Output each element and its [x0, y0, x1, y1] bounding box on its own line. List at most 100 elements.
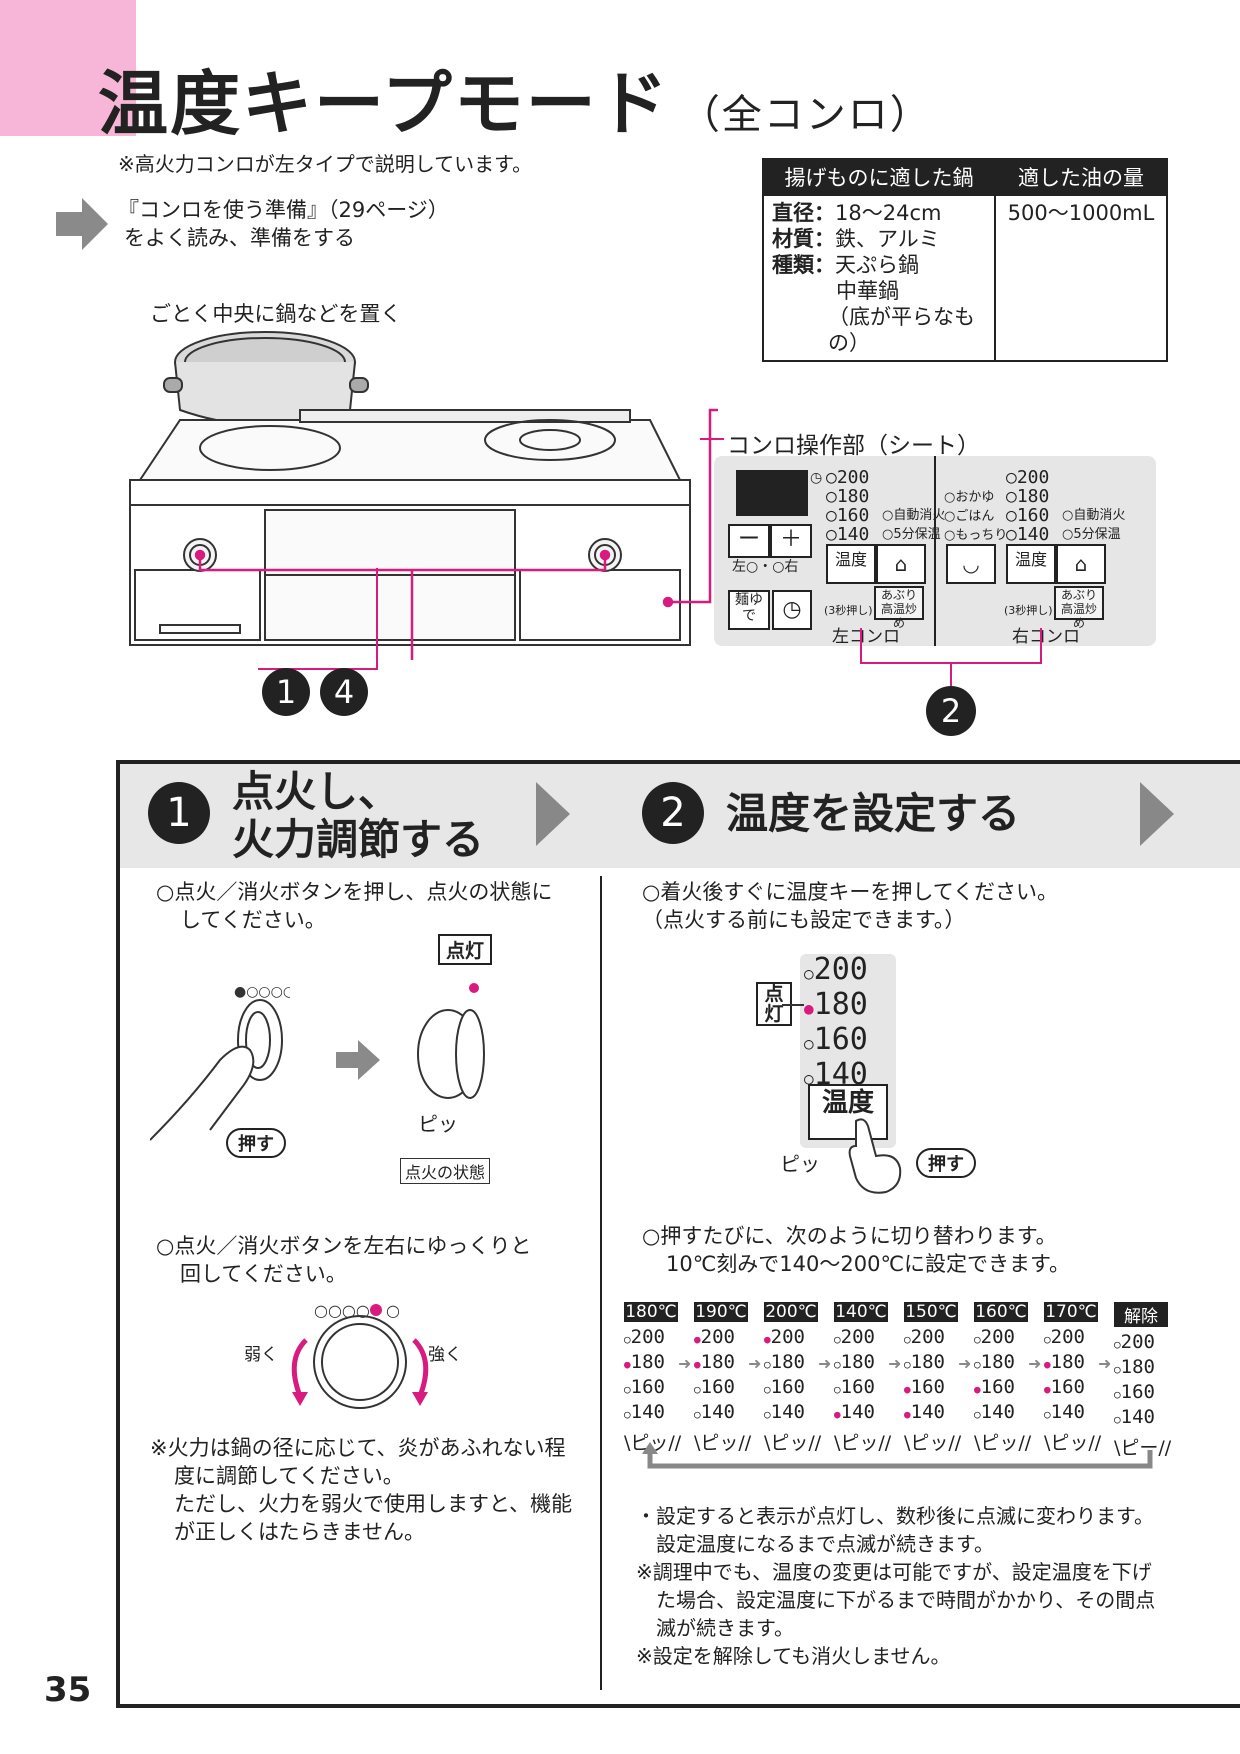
left-auto-labels: ○自動消火 ○5分保温	[882, 506, 945, 544]
plus-button[interactable]: ＋	[770, 524, 812, 558]
header-accent-block	[0, 0, 136, 136]
step-1-number: 1	[148, 782, 210, 844]
sequence-step: 180℃○200●180○160○140\ピッ//	[624, 1302, 681, 1455]
sequence-step: 200℃●200○180○160○140\ピッ//	[764, 1302, 821, 1455]
temp-indicator-icon: ○	[624, 1383, 631, 1396]
sequence-arrow-icon: ➜	[958, 1354, 972, 1373]
step-1-text-2-line-2: 回してください。	[180, 1262, 347, 1286]
sequence-temp-row: ●160	[904, 1376, 961, 1401]
temp-indicator-icon: ○	[1114, 1388, 1121, 1401]
temp-indicator-icon: ○	[694, 1383, 701, 1396]
right-burner-label: 右コンロ	[1012, 627, 1080, 647]
minus-button[interactable]: ー	[728, 524, 770, 558]
svg-text:○○○○: ○○○○	[314, 1301, 370, 1320]
badge-step-1: 1	[262, 668, 310, 716]
rice-mode-okayu: ○おかゆ	[944, 490, 995, 505]
sequence-temp-row: ○200	[904, 1326, 961, 1351]
sequence-step-header: 180℃	[624, 1302, 678, 1322]
sequence-temp-row: ○180	[974, 1351, 1031, 1376]
temp-indicator-icon: ○	[1114, 1413, 1121, 1426]
left-burner-label: 左コンロ	[832, 627, 900, 647]
oil-amount: 500〜1000mL	[994, 194, 1168, 362]
temp-indicator-lit-icon: ●	[624, 1358, 631, 1371]
temp-indicator-icon: ○	[834, 1333, 841, 1346]
sequence-arrow-icon: ➜	[678, 1354, 692, 1373]
right-auto-labels: ○自動消火 ○5分保温	[1062, 506, 1125, 544]
sequence-step-header: 140℃	[834, 1302, 888, 1322]
step-2-text-2: ○押すたびに、次のように切り替わります。 10℃刻みで140〜200℃に設定でき…	[642, 1222, 1070, 1278]
timer-button[interactable]: ◷	[772, 590, 812, 630]
page-number: 35	[44, 1670, 92, 1710]
pointing-hand-icon	[848, 1118, 902, 1194]
step-2-note-1-line-2: た場合、設定温度に下がるまで時間がかかり、その間点	[656, 1588, 1156, 1612]
step-1-note-line-3: ただし、火力を弱火で使用しますと、機能	[174, 1492, 573, 1516]
step-1-note-line-2: 度に調節してください。	[174, 1464, 404, 1488]
right-kettle-button[interactable]: ⌂	[1056, 544, 1106, 584]
sequence-temp-row: ○140	[764, 1401, 821, 1426]
badge-step-4: 4	[320, 668, 368, 716]
sequence-beep: \ピー//	[1114, 1437, 1172, 1459]
right-temp-160: ○160	[1006, 505, 1050, 526]
sequence-temp-row: ○200	[1044, 1326, 1101, 1351]
sequence-beep: \ピッ//	[764, 1432, 822, 1454]
sequence-temp-row: ○160	[764, 1376, 821, 1401]
sequence-temp-value: 180	[1050, 1351, 1085, 1373]
temp-indicator-icon: ○	[764, 1358, 771, 1371]
kettle-icon: ⌂	[894, 552, 908, 576]
beep-2: ピッ	[780, 1152, 820, 1176]
sequence-temp-value: 180	[840, 1351, 875, 1373]
noodle-button[interactable]: 麺ゆで	[728, 590, 770, 630]
sequence-temp-row: ○140	[624, 1401, 681, 1426]
temp-indicator-icon: ○	[834, 1383, 841, 1396]
sequence-beep: \ピッ//	[694, 1432, 752, 1454]
display-temp-160: 160	[813, 1022, 868, 1057]
temp-indicator-icon: ○	[694, 1408, 701, 1421]
temp-indicator-lit-icon: ●	[694, 1358, 701, 1371]
badge2-left-line	[860, 628, 862, 662]
left-temp-list: ○200 ○180 ○160 ○140	[826, 468, 869, 544]
sequence-temp-value: 180	[1120, 1356, 1155, 1378]
steps-section	[116, 760, 1240, 1708]
diameter-value: 18〜24cm	[835, 201, 942, 225]
right-temp-key[interactable]: 温度	[1006, 544, 1056, 584]
sequence-step-header: 解除	[1114, 1302, 1168, 1327]
rice-button[interactable]: ◡	[946, 544, 996, 584]
sequence-step-header: 200℃	[764, 1302, 818, 1322]
sequence-temp-value: 200	[1050, 1326, 1085, 1348]
sequence-temp-row: ○160	[1114, 1381, 1171, 1406]
left-kettle-button[interactable]: ⌂	[876, 544, 926, 584]
step-2-note-2: ※設定を解除しても消火しません。	[636, 1644, 951, 1668]
temp-indicator-lit-icon: ●	[1044, 1383, 1051, 1396]
sequence-temp-value: 160	[980, 1376, 1015, 1398]
sequence-temp-row: ○140	[1114, 1406, 1171, 1431]
sequence-temp-value: 160	[840, 1376, 875, 1398]
sequence-temp-value: 160	[700, 1376, 735, 1398]
svg-text:○: ○	[386, 1301, 400, 1320]
sequence-step: 160℃○200○180●160○140\ピッ//	[974, 1302, 1031, 1455]
step-1-arrow-icon	[536, 782, 570, 846]
temp-key-button[interactable]: 温度	[808, 1084, 888, 1140]
step-2-text-1: ○着火後すぐに温度キーを押してください。 （点火する前にも設定できます。）	[642, 878, 1058, 934]
sequence-temp-row: ●160	[1044, 1376, 1101, 1401]
left-aburi-button[interactable]: あぶり 高温炒め	[874, 586, 924, 630]
timer-display	[736, 470, 808, 516]
top-note: ※高火力コンロが左タイプで説明しています。	[118, 152, 533, 176]
sequence-temp-row: ○140	[974, 1401, 1031, 1426]
sequence-temp-row: ○180	[764, 1351, 821, 1376]
sequence-beep: \ピッ//	[624, 1432, 682, 1454]
left-temp-key[interactable]: 温度	[826, 544, 876, 584]
sequence-temp-value: 160	[910, 1376, 945, 1398]
temp-sequence: 180℃○200●180○160○140\ピッ//➜190℃●200●180○1…	[624, 1302, 1184, 1462]
svg-text:●○○○○●●: ●○○○○●●	[234, 984, 290, 1000]
sequence-temp-value: 180	[770, 1351, 805, 1373]
sequence-temp-value: 180	[980, 1351, 1015, 1373]
pot-table-header-1: 揚げものに適した鍋	[762, 158, 996, 196]
panel-title-connector	[700, 438, 724, 440]
sequence-temp-value: 200	[630, 1326, 665, 1348]
sequence-arrow-icon: ➜	[1028, 1354, 1042, 1373]
step-1-title-line-1: 点火し、	[232, 767, 401, 816]
left-aburi-label: あぶり	[880, 588, 917, 602]
step-2-number: 2	[642, 782, 704, 844]
right-aburi-button[interactable]: あぶり 高温炒め	[1054, 586, 1104, 630]
sequence-temp-value: 180	[630, 1351, 665, 1373]
